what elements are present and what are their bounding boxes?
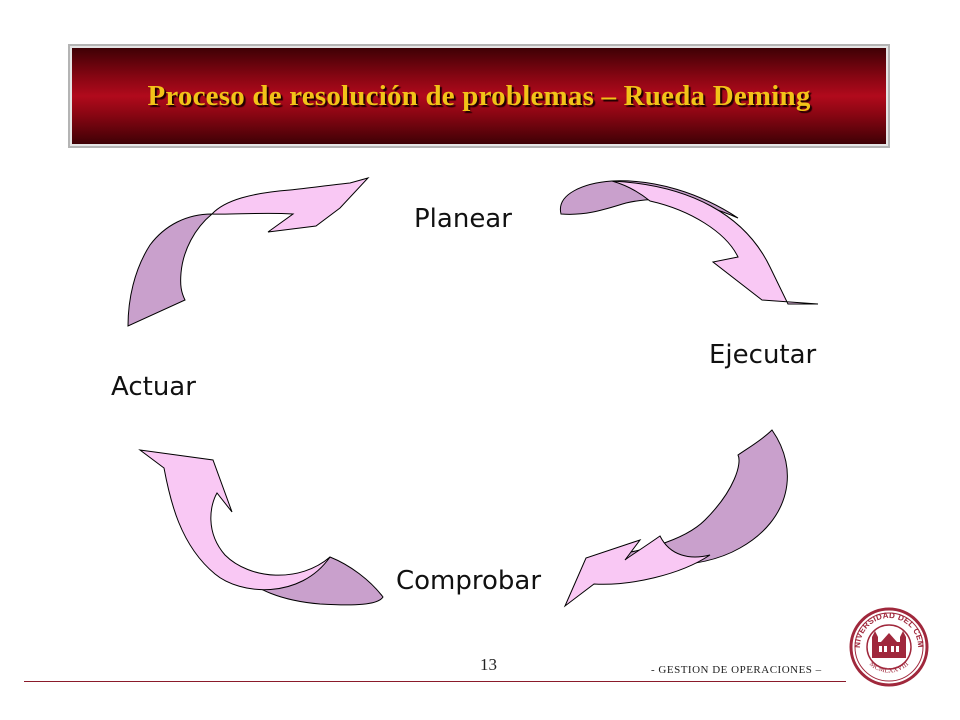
footer-course-title: - GESTION DE OPERACIONES – — [651, 664, 822, 676]
step-label-actuar: Actuar — [111, 372, 196, 402]
building-icon — [872, 631, 906, 658]
slide-title: Proceso de resolución de problemas – Rue… — [147, 79, 811, 112]
step-label-planear: Planear — [414, 204, 512, 234]
arrow-outer-face — [585, 429, 788, 567]
arrow-comprobar-to-actuar — [138, 449, 384, 606]
arrow-outer-face — [138, 449, 331, 591]
arrow-outer-face — [611, 180, 819, 305]
page-number: 13 — [480, 655, 497, 674]
arrow-ejecutar-to-comprobar — [563, 429, 788, 608]
arrow-actuar-to-planear — [127, 177, 370, 327]
arrow-inner-face — [127, 213, 214, 327]
university-seal-logo: UNIVERSIDAD DEL CEMA MCMLXXVIII — [848, 606, 929, 687]
footer-divider — [24, 681, 846, 682]
arrow-head-face — [563, 535, 711, 608]
arrow-outer-face — [210, 177, 370, 233]
step-label-comprobar: Comprobar — [396, 566, 542, 596]
step-label-ejecutar: Ejecutar — [709, 340, 817, 370]
arrow-planear-to-ejecutar — [560, 180, 819, 305]
title-banner: Proceso de resolución de problemas – Rue… — [68, 44, 890, 148]
